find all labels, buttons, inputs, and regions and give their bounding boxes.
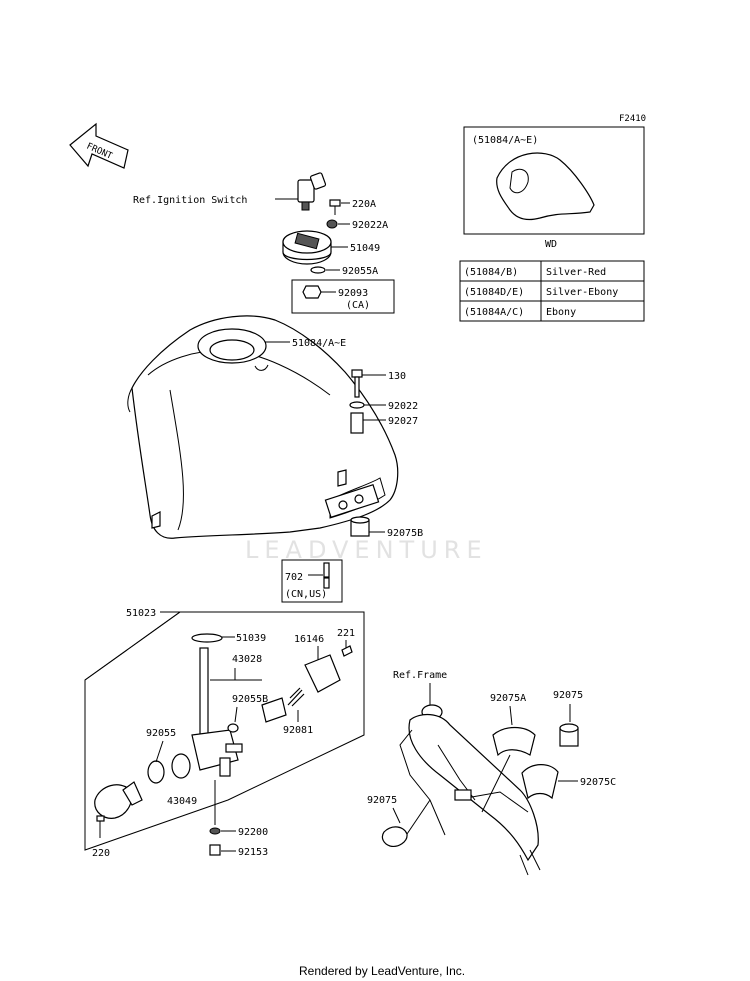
callout-92075B: 92075B bbox=[387, 528, 423, 539]
o-ring-92055B-icon bbox=[227, 723, 239, 733]
front-arrow-icon: FRONT bbox=[69, 122, 129, 169]
ref-ignition-label: Ref.Ignition Switch bbox=[133, 195, 247, 206]
inset-caption: WD bbox=[545, 239, 557, 250]
screw-220A-icon bbox=[329, 199, 341, 215]
callout-92055A: 92055A bbox=[342, 266, 378, 277]
gasket-icon bbox=[94, 784, 133, 819]
damper-92075B-icon bbox=[350, 516, 370, 537]
callout-92075-left: 92075 bbox=[367, 795, 397, 806]
damper-92075-left-icon bbox=[381, 826, 408, 847]
callout-92027: 92027 bbox=[388, 416, 418, 427]
color-table-color: Silver-Red bbox=[546, 267, 606, 278]
callout-92093-note: (CA) bbox=[346, 300, 370, 311]
callout-92081: 92081 bbox=[283, 725, 313, 736]
fuel-cap-icon bbox=[282, 230, 332, 265]
callout-43049: 43049 bbox=[167, 796, 197, 807]
callout-92022: 92022 bbox=[388, 401, 418, 412]
callout-221: 221 bbox=[337, 628, 355, 639]
pad-92075A-icon bbox=[492, 726, 536, 757]
callout-92022A: 92022A bbox=[352, 220, 388, 231]
inset-label: (51084/A~E) bbox=[472, 135, 538, 146]
spring-92081-icon bbox=[287, 687, 305, 707]
filter-43049-icon bbox=[171, 753, 191, 779]
figure-code: F2410 bbox=[619, 114, 646, 124]
washer-92200-icon bbox=[209, 827, 221, 835]
color-table: (51084/B) Silver-Red (51084D/E) Silver-E… bbox=[459, 260, 645, 322]
drain-bolt-92153-icon bbox=[209, 844, 221, 856]
callout-92093: 92093 bbox=[338, 288, 368, 299]
color-table-code: (51084D/E) bbox=[464, 287, 524, 298]
callout-220A: 220A bbox=[352, 199, 376, 210]
cover-16146-icon bbox=[304, 654, 341, 693]
box-92093: 92093 (CA) bbox=[291, 279, 395, 314]
ref-frame-label: Ref.Frame bbox=[393, 670, 447, 681]
footer-credit: Rendered by LeadVenture, Inc. bbox=[299, 964, 465, 978]
callout-51039: 51039 bbox=[236, 633, 266, 644]
inset-box: (51084/A~E) WD bbox=[463, 126, 645, 250]
damper-92075-icon bbox=[559, 723, 579, 747]
callout-92055B: 92055B bbox=[232, 694, 268, 705]
callout-220: 220 bbox=[92, 848, 110, 859]
watermark: LEADVENTURE bbox=[245, 536, 488, 564]
callout-92055: 92055 bbox=[146, 728, 176, 739]
o-ring-92055A-icon bbox=[310, 266, 326, 274]
fuel-tank bbox=[127, 315, 399, 539]
o-ring-92055-icon bbox=[147, 760, 165, 784]
callout-16146: 16146 bbox=[294, 634, 324, 645]
color-table-code: (51084A/C) bbox=[464, 307, 524, 318]
color-table-color: Silver-Ebony bbox=[546, 287, 618, 298]
ignition-key-icon bbox=[297, 172, 327, 211]
callout-92200: 92200 bbox=[238, 827, 268, 838]
callout-130: 130 bbox=[388, 371, 406, 382]
collar-92027-icon bbox=[350, 412, 364, 434]
frame-icon bbox=[399, 704, 541, 876]
pad-92075C-icon bbox=[521, 764, 559, 800]
color-table-code: (51084/B) bbox=[464, 267, 518, 278]
box-702: 702 (CN,US) bbox=[281, 559, 343, 603]
callout-51049: 51049 bbox=[350, 243, 380, 254]
washer-92022-icon bbox=[349, 401, 365, 409]
callout-702: 702 bbox=[285, 572, 303, 583]
screw-221-icon bbox=[341, 645, 353, 657]
callout-43028: 43028 bbox=[232, 654, 262, 665]
fuel-cock-icon bbox=[191, 647, 243, 777]
callout-702-note: (CN,US) bbox=[285, 589, 327, 600]
callout-92075-right: 92075 bbox=[553, 690, 583, 701]
callout-92075A: 92075A bbox=[490, 693, 526, 704]
washer-92022A-icon bbox=[326, 219, 338, 229]
callout-92153: 92153 bbox=[238, 847, 268, 858]
bolt-130-icon bbox=[351, 369, 363, 398]
screw-220-icon bbox=[96, 815, 105, 822]
callout-51023: 51023 bbox=[126, 608, 156, 619]
filter-ring-51039-icon bbox=[191, 633, 223, 643]
callout-92075C: 92075C bbox=[580, 777, 616, 788]
callout-51084: 51084/A~E bbox=[292, 338, 346, 349]
color-table-color: Ebony bbox=[546, 307, 576, 318]
